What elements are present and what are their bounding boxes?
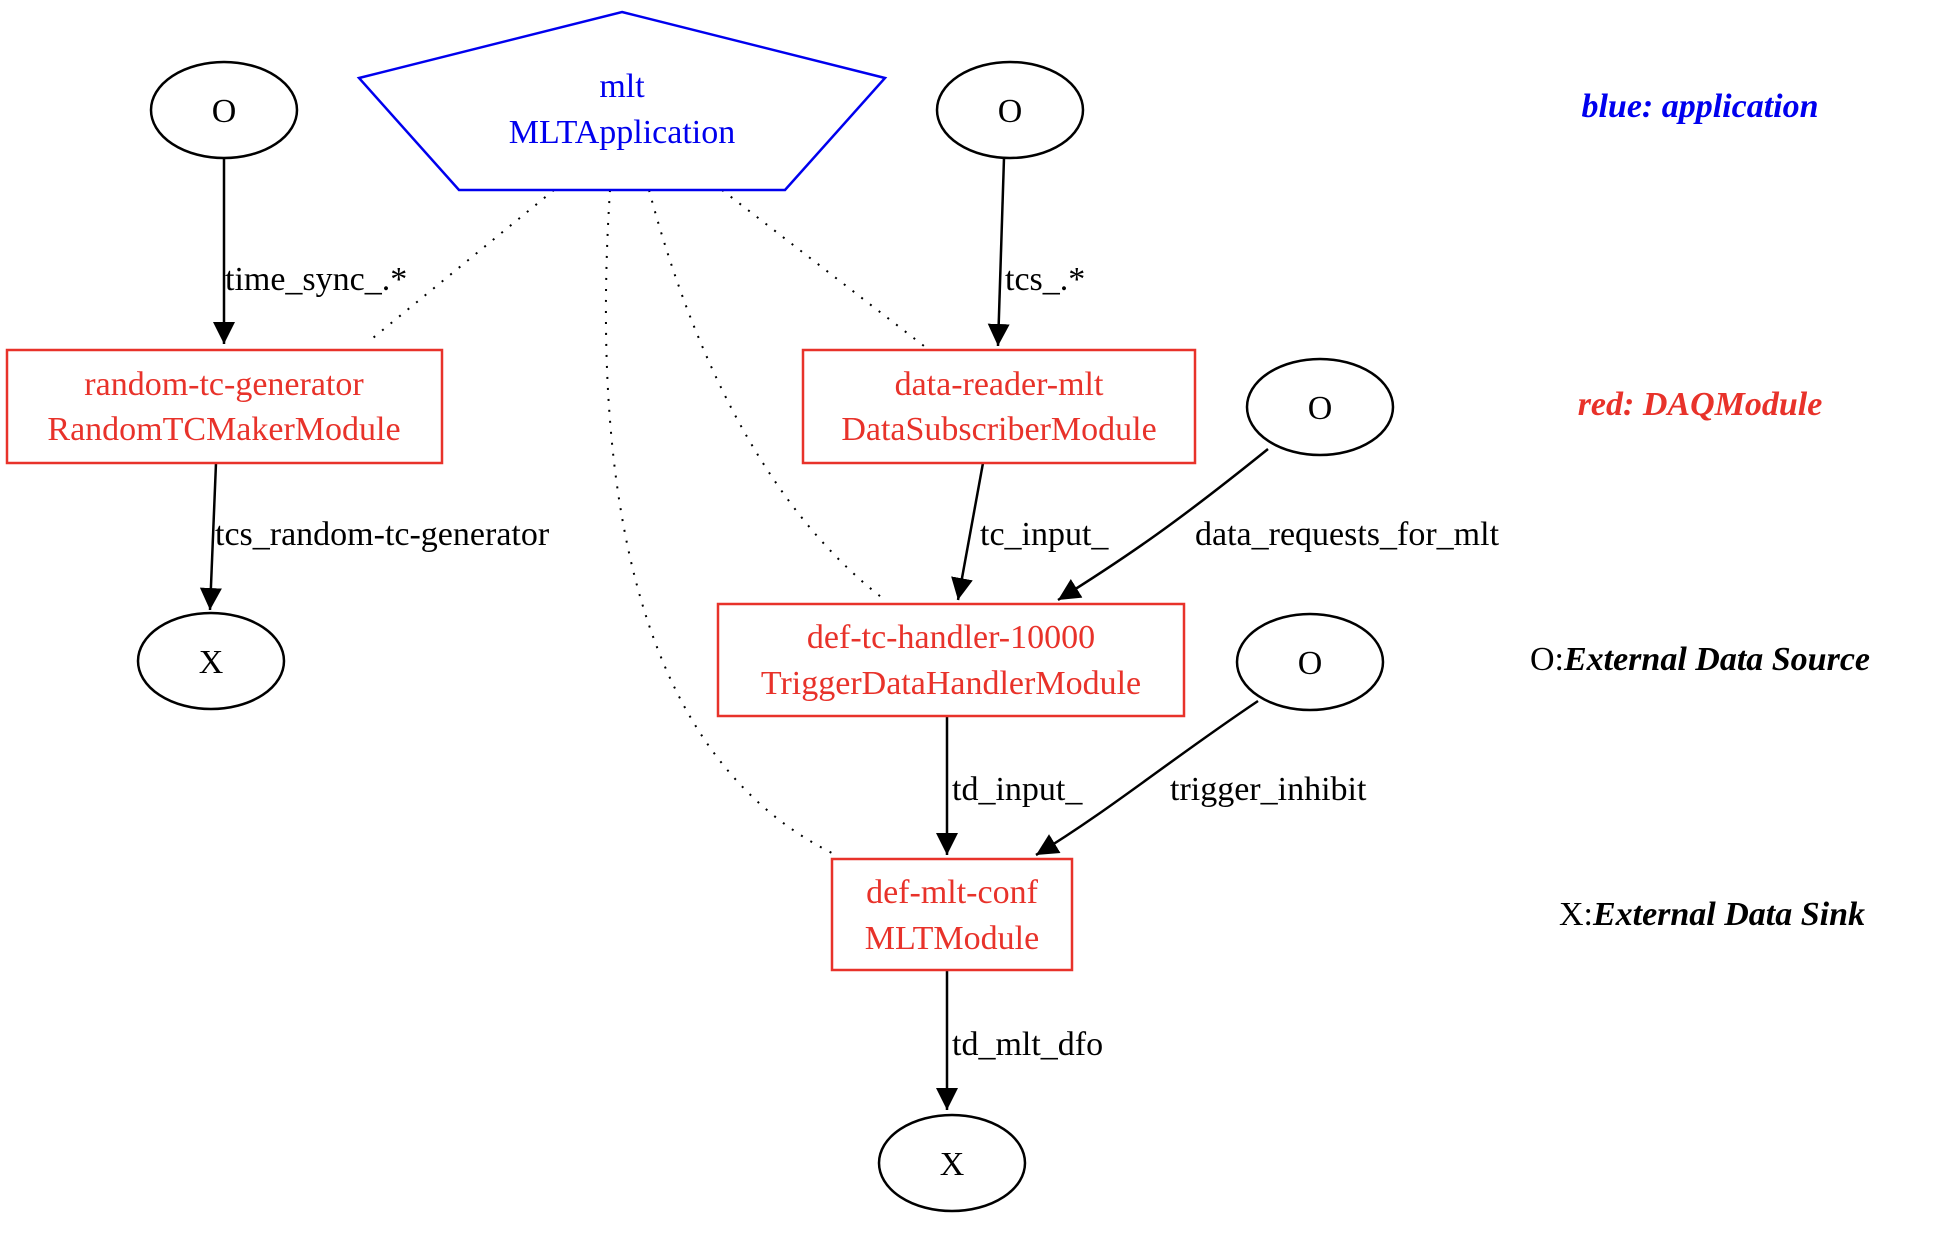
- module-node-data-reader-mlt[interactable]: data-reader-mlt DataSubscriberModule: [801, 348, 1197, 465]
- external-source-node[interactable]: O: [149, 60, 299, 160]
- edge-label-time-sync: time_sync_.*: [225, 261, 407, 298]
- external-source-node[interactable]: O: [1245, 357, 1395, 457]
- source-label: O: [1308, 390, 1333, 427]
- edge-label-td-input: td_input_: [952, 771, 1083, 808]
- module-box: [801, 348, 1197, 465]
- external-sink-node[interactable]: X: [136, 611, 286, 711]
- application-class: MLTApplication: [509, 114, 735, 151]
- legend-source-prefix: O:: [1530, 641, 1564, 678]
- legend-external-sink: X:External Data Sink: [1559, 896, 1865, 933]
- module-class: RandomTCMakerModule: [47, 411, 400, 448]
- legend-external-source: O:External Data Source: [1530, 641, 1870, 678]
- external-source-node[interactable]: O: [1235, 612, 1385, 712]
- edge-trigger-inhibit-line: [1035, 699, 1259, 857]
- module-class: DataSubscriberModule: [841, 411, 1156, 448]
- legend-source-text: External Data Source: [1563, 641, 1870, 678]
- application-name: mlt: [599, 68, 645, 105]
- module-node-def-tc-handler[interactable]: def-tc-handler-10000 TriggerDataHandlerM…: [716, 602, 1186, 718]
- source-label: O: [998, 93, 1023, 130]
- module-node-def-mlt-conf[interactable]: def-mlt-conf MLTModule: [830, 857, 1074, 972]
- source-ellipse: [1235, 612, 1385, 712]
- sink-ellipse: [877, 1113, 1027, 1213]
- source-ellipse: [1245, 357, 1395, 457]
- application-node[interactable]: mlt MLTApplication: [356, 10, 888, 192]
- legend-sink-text: External Data Sink: [1592, 896, 1865, 933]
- external-source-node[interactable]: O: [935, 60, 1085, 160]
- app-to-mlt-conf-line: [604, 189, 837, 856]
- app-to-tc-handler-line: [648, 189, 886, 601]
- source-label: O: [212, 93, 237, 130]
- legend-sink-prefix: X:: [1559, 896, 1593, 933]
- edge-label-data-requests: data_requests_for_mlt: [1195, 516, 1500, 553]
- edge-label-td-mlt-dfo: td_mlt_dfo: [952, 1026, 1103, 1063]
- module-class: MLTModule: [865, 920, 1039, 957]
- module-class: TriggerDataHandlerModule: [761, 665, 1141, 702]
- app-to-data-reader-line: [721, 189, 925, 347]
- edge-tc-input-line: [951, 462, 985, 601]
- legend-application: blue: application: [1581, 88, 1818, 125]
- source-ellipse: [935, 60, 1085, 160]
- module-name: def-mlt-conf: [866, 874, 1038, 911]
- module-node-random-tc-generator[interactable]: random-tc-generator RandomTCMakerModule: [5, 348, 444, 465]
- legend-daq-module: red: DAQModule: [1578, 386, 1823, 423]
- data-flow-edges: [199, 157, 1269, 1110]
- legend: blue: application red: DAQModule O:Exter…: [1530, 88, 1870, 933]
- module-box: [716, 602, 1186, 718]
- module-box: [830, 857, 1074, 972]
- sink-label: X: [199, 644, 224, 681]
- edge-tcs-line: [987, 157, 1010, 347]
- module-name: def-tc-handler-10000: [807, 619, 1095, 656]
- source-label: O: [1298, 645, 1323, 682]
- module-name: data-reader-mlt: [895, 366, 1104, 403]
- edge-label-tcs-random: tcs_random-tc-generator: [215, 516, 550, 553]
- external-sink-node[interactable]: X: [877, 1113, 1027, 1213]
- source-ellipse: [149, 60, 299, 160]
- sink-ellipse: [136, 611, 286, 711]
- module-name: random-tc-generator: [84, 366, 364, 403]
- edge-label-tc-input: tc_input_: [980, 516, 1109, 553]
- application-membership-lines: [367, 189, 925, 856]
- edge-data-requests-line: [1057, 448, 1269, 602]
- sink-label: X: [940, 1146, 965, 1183]
- edge-tcs-random-line: [199, 462, 222, 611]
- edge-label-tcs: tcs_.*: [1005, 261, 1085, 298]
- edge-label-trigger-inhibit: trigger_inhibit: [1170, 771, 1367, 808]
- module-box: [5, 348, 444, 465]
- application-pentagon: [356, 10, 888, 192]
